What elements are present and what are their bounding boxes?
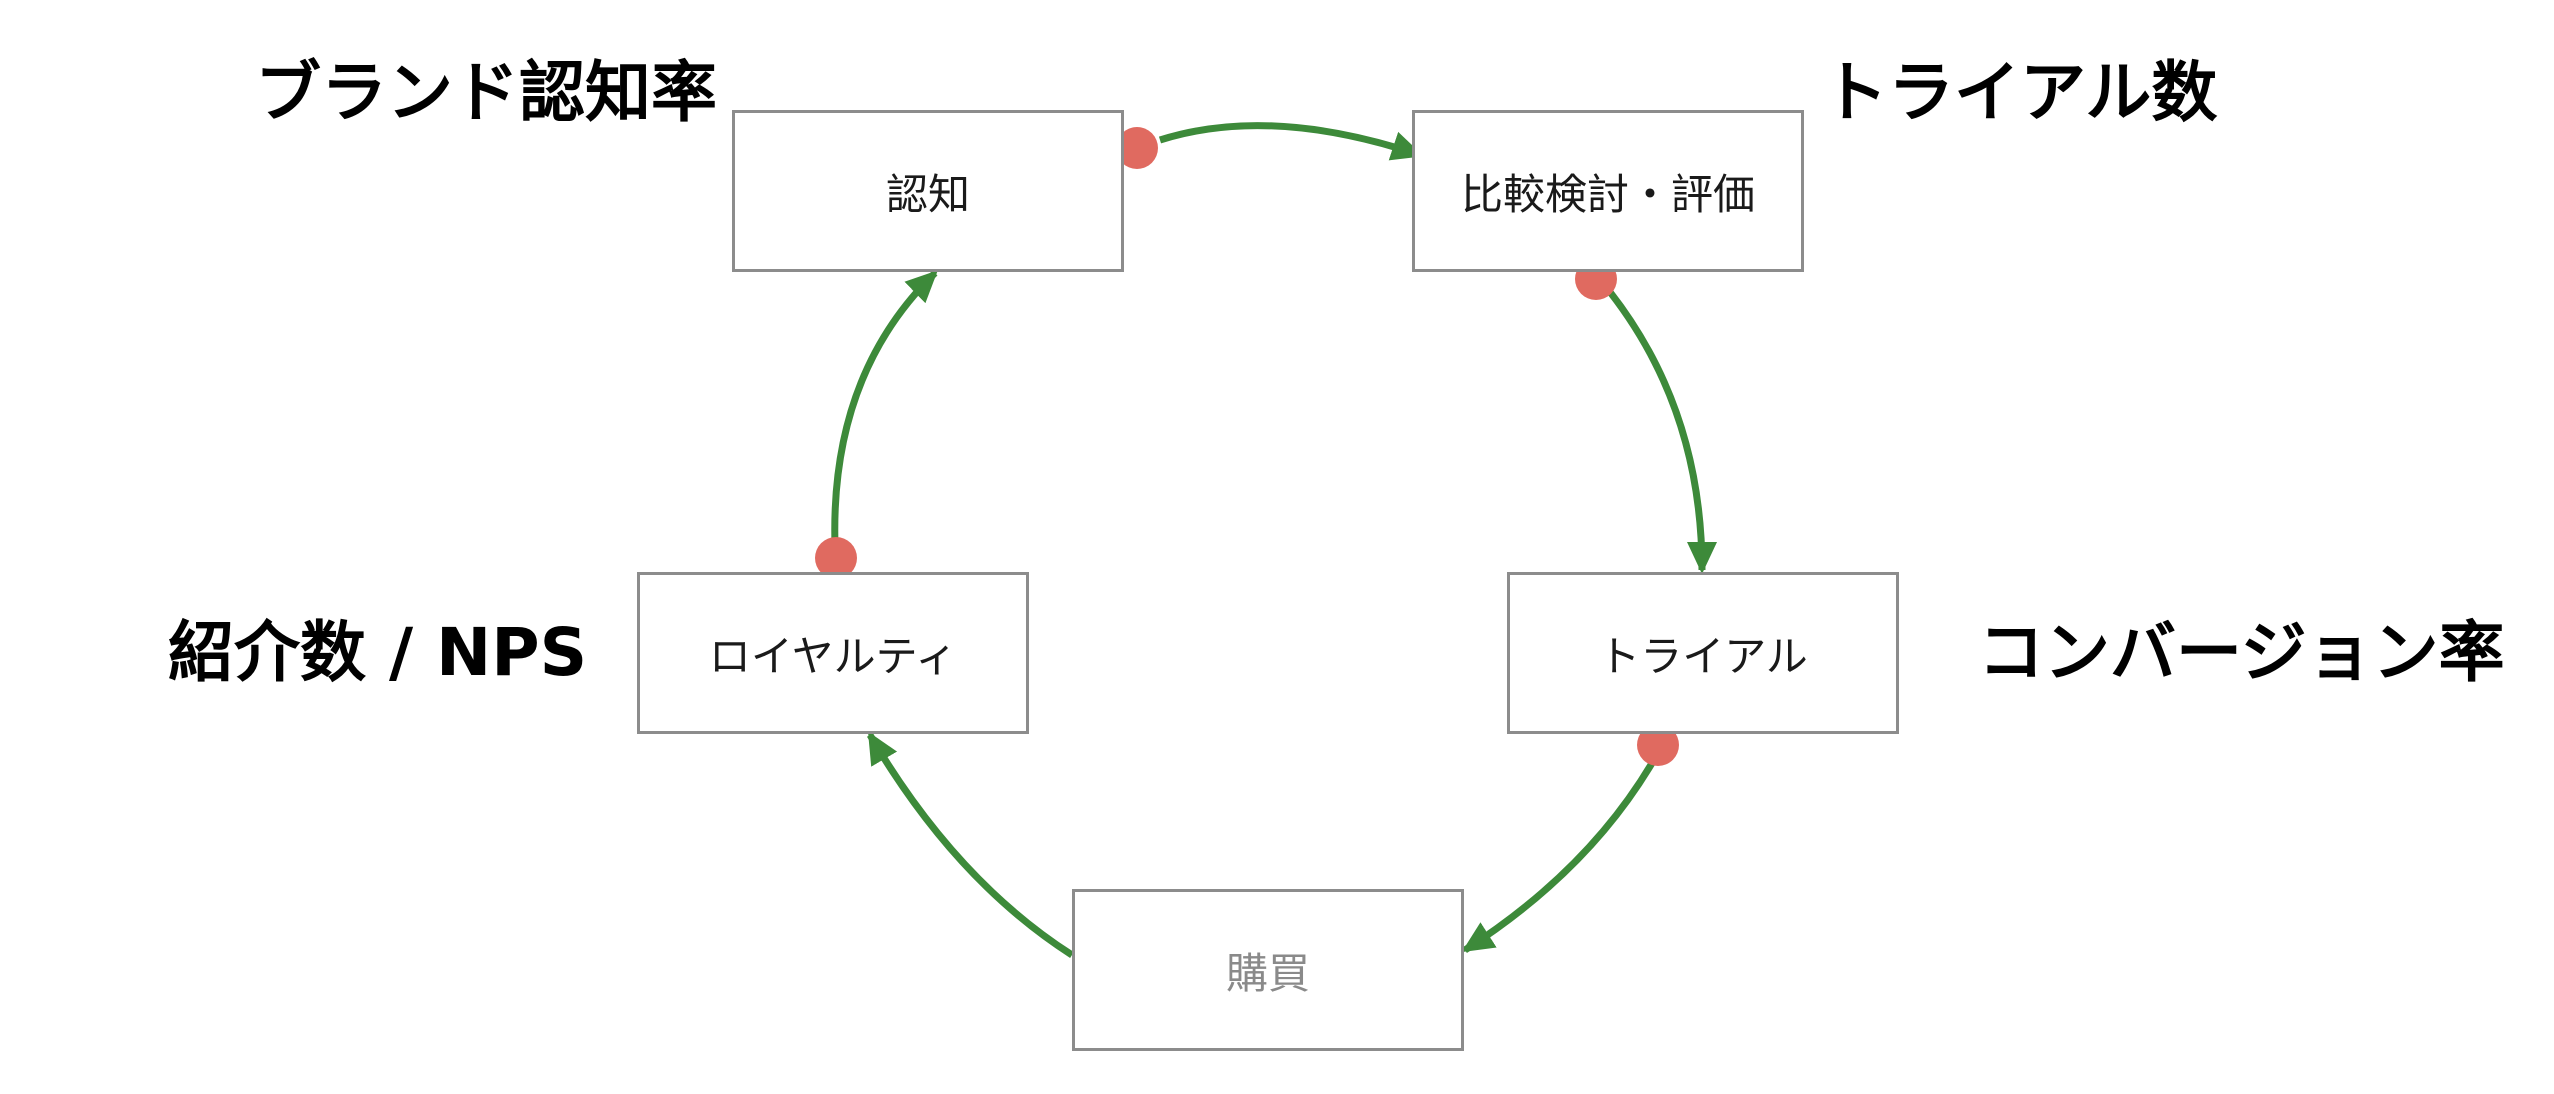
metric-brand-awareness: ブランド認知率 bbox=[255, 54, 717, 131]
node-trial-label: トライアル bbox=[1598, 631, 1808, 681]
marker-dot-trial bbox=[1637, 724, 1679, 766]
node-purchase-label: 購買 bbox=[1225, 948, 1310, 998]
edge-awareness-to-consideration bbox=[1158, 122, 1424, 161]
marker-dot-loyalty bbox=[815, 537, 857, 579]
metric-trial-count: トライアル数 bbox=[1822, 54, 2218, 131]
node-awareness: 認知 bbox=[732, 110, 1124, 272]
node-loyalty-label: ロイヤルティ bbox=[708, 631, 958, 681]
node-loyalty: ロイヤルティ bbox=[637, 572, 1029, 734]
edge-loyalty-to-awareness bbox=[831, 270, 938, 546]
edge-trial-to-purchase bbox=[1461, 756, 1659, 953]
node-consideration-label: 比較検討・評価 bbox=[1460, 169, 1755, 219]
node-trial: トライアル bbox=[1507, 572, 1899, 734]
marker-dot-awareness bbox=[1116, 127, 1158, 169]
node-awareness-label: 認知 bbox=[885, 169, 970, 219]
metric-referrals-nps: 紹介数 / NPS bbox=[168, 614, 588, 691]
edge-purchase-to-loyalty bbox=[866, 731, 1074, 958]
node-consideration: 比較検討・評価 bbox=[1412, 110, 1804, 272]
metric-conversion-rate: コンバージョン率 bbox=[1978, 614, 2505, 691]
node-purchase: 購買 bbox=[1072, 889, 1464, 1051]
edge-consideration-to-trial bbox=[1607, 289, 1717, 574]
